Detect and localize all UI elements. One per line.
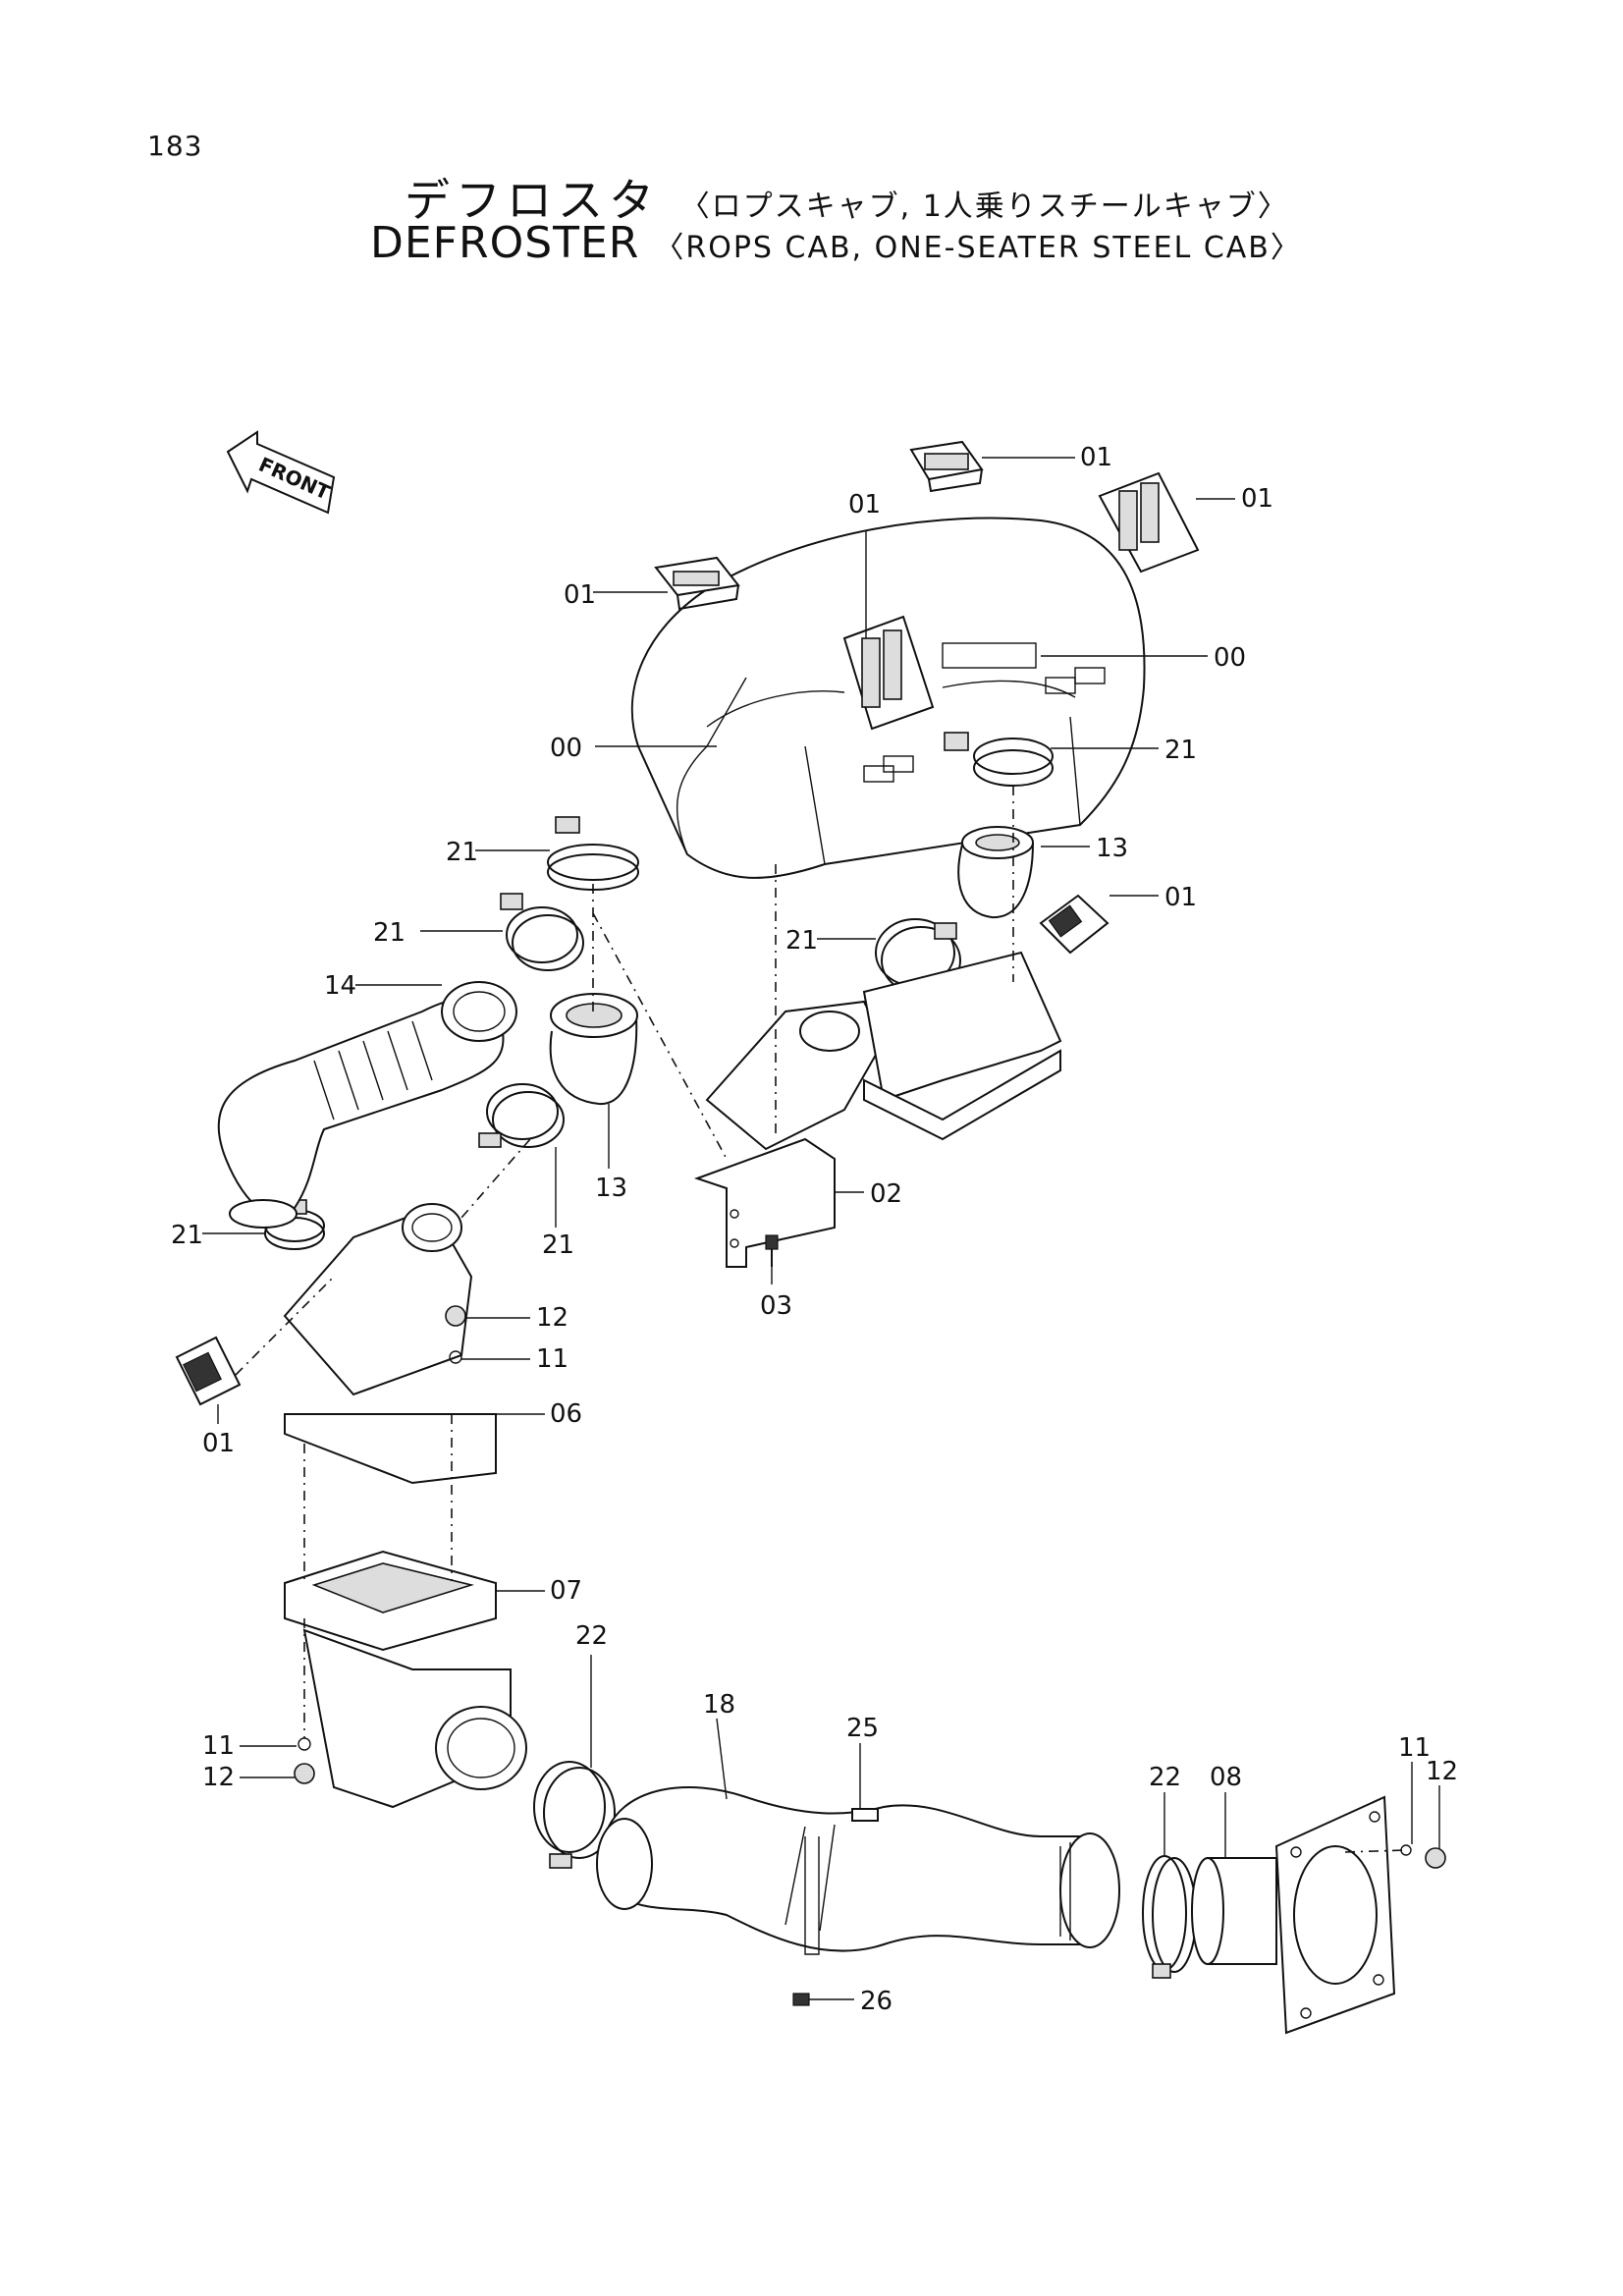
duct-end-ring <box>1059 1832 1120 1948</box>
callout-08: 08 <box>1210 1763 1242 1792</box>
hose-clamp-c <box>944 732 1054 787</box>
hose-clamp-22-b <box>1142 1855 1197 1979</box>
mounting-bracket <box>693 1137 836 1268</box>
callout-21-far-left: 21 <box>171 1221 203 1250</box>
callout-00-left: 00 <box>550 734 582 763</box>
callout-03: 03 <box>760 1291 792 1321</box>
callout-01-right: 01 <box>1241 484 1273 514</box>
callout-01-top: 01 <box>1080 443 1112 472</box>
hose-clamp-22-a <box>533 1761 616 1869</box>
leader-lines <box>202 457 1440 2000</box>
callout-06: 06 <box>550 1399 582 1429</box>
title-english-sub: 〈ROPS CAB, ONE-SEATER STEEL CAB〉 <box>654 231 1302 265</box>
callout-12-upper: 12 <box>536 1303 568 1333</box>
callout-21-upper-left: 21 <box>446 838 478 867</box>
callout-11-right: 11 <box>1398 1733 1431 1763</box>
callout-14: 14 <box>324 971 356 1001</box>
strap-bracket <box>804 1808 879 1955</box>
hose-clamp-b <box>500 893 584 971</box>
callout-25: 25 <box>846 1714 879 1743</box>
callout-22-right: 22 <box>1149 1763 1181 1792</box>
callout-21-mid-left: 21 <box>373 918 406 948</box>
hose-clamp-e <box>478 1083 565 1148</box>
callout-00-right: 00 <box>1214 643 1246 673</box>
washer-11-a <box>449 1350 462 1364</box>
nut-12-c <box>1425 1847 1446 1869</box>
callout-01-left: 01 <box>564 580 596 610</box>
callout-21-lower: 21 <box>542 1230 574 1260</box>
title-english-main: DEFROSTER <box>370 218 640 268</box>
callout-11-lower: 11 <box>202 1731 235 1761</box>
assembly-centerlines <box>235 786 1407 1853</box>
dashboard-duct-housing <box>630 517 1146 879</box>
vent-grille-left <box>654 556 740 611</box>
vent-grille-side <box>1039 894 1109 955</box>
callout-01-center: 01 <box>848 490 881 519</box>
corrugated-hose <box>217 981 517 1229</box>
callout-13-right: 13 <box>1096 834 1128 863</box>
vent-grille-right <box>1098 471 1200 574</box>
callout-11-upper: 11 <box>536 1344 568 1374</box>
title-japanese: デフロスタ 〈ロプスキャブ, 1人乗りスチールキャブ〉 <box>405 165 1289 230</box>
duct-elbow-b <box>957 826 1034 919</box>
center-duct-box <box>705 951 1062 1151</box>
nut-12-a <box>445 1305 466 1327</box>
callout-26: 26 <box>860 1987 893 2016</box>
screw-bolt <box>765 1234 779 1267</box>
callout-21-upper-right: 21 <box>1164 736 1197 765</box>
callout-21-center: 21 <box>785 926 818 956</box>
callout-12-lower: 12 <box>202 1763 235 1792</box>
title-japanese-sub: 〈ロプスキャブ, 1人乗りスチールキャブ〉 <box>679 190 1289 224</box>
callout-02: 02 <box>870 1179 902 1209</box>
long-air-duct <box>596 1786 1081 1952</box>
callout-13-left: 13 <box>595 1174 627 1203</box>
duct-elbow-a <box>549 993 638 1106</box>
hose-clamp-a <box>547 816 639 891</box>
vent-grille-center <box>842 615 935 731</box>
callout-01-bottom: 01 <box>202 1429 235 1458</box>
washer-11-b <box>298 1737 311 1751</box>
callout-01-side: 01 <box>1164 883 1197 912</box>
callout-12-right: 12 <box>1426 1757 1458 1786</box>
washer-11-c <box>1400 1844 1412 1856</box>
vent-grille-top <box>909 440 984 493</box>
callout-18: 18 <box>703 1690 735 1720</box>
title-japanese-main: デフロスタ <box>405 174 660 227</box>
callout-22-left: 22 <box>575 1621 608 1651</box>
lower-duct-box <box>284 1550 527 1809</box>
page-number: 183 <box>147 130 203 162</box>
front-arrow-icon: FRONT <box>226 430 336 515</box>
screw-26 <box>792 1993 810 2006</box>
title-english: DEFROSTER 〈ROPS CAB, ONE-SEATER STEEL CA… <box>370 218 1302 268</box>
vent-grille-bottom <box>175 1336 242 1406</box>
flange-duct <box>1191 1795 1396 2035</box>
floor-duct-upper <box>283 1203 497 1485</box>
callout-07: 07 <box>550 1576 582 1606</box>
nut-12-b <box>294 1763 315 1784</box>
